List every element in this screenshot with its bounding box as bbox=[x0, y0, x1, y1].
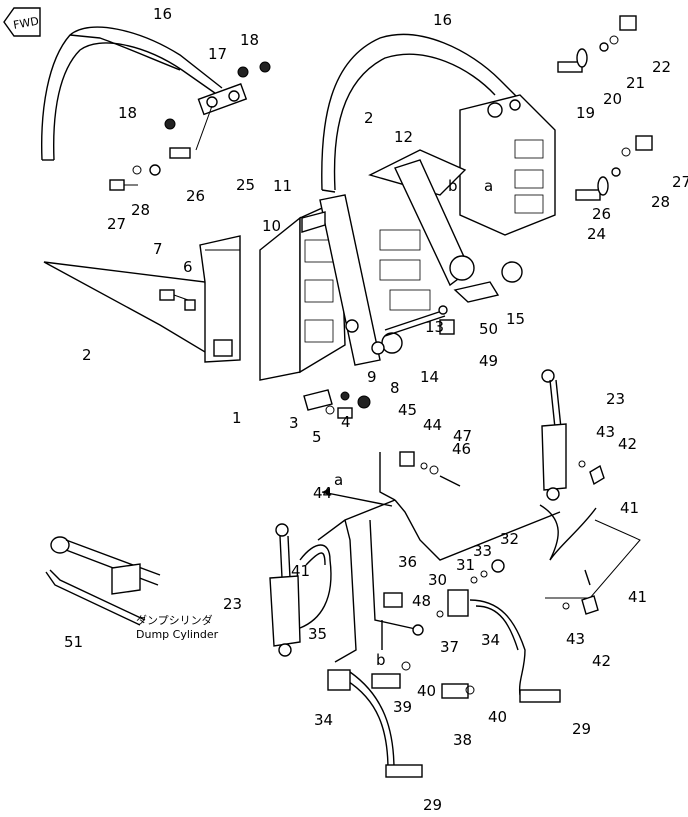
callout-number: 27 bbox=[672, 173, 688, 191]
callout-number: 43 bbox=[596, 423, 615, 441]
callout-number: 18 bbox=[118, 104, 137, 122]
callout-number: 39 bbox=[393, 698, 412, 716]
hydraulic-lines bbox=[299, 452, 641, 778]
right-arch-part bbox=[321, 33, 556, 236]
callout-number: 35 bbox=[308, 625, 327, 643]
dump-cylinder-jp-label: ダンプシリンダ bbox=[136, 613, 213, 627]
callout-number: 24 bbox=[587, 225, 606, 243]
central-frame bbox=[259, 149, 523, 381]
reference-letter: a bbox=[484, 177, 493, 195]
callout-number: 17 bbox=[208, 45, 227, 63]
callout-number: 26 bbox=[186, 187, 205, 205]
left-dump-cylinder bbox=[269, 523, 301, 657]
callout-number: 34 bbox=[481, 631, 500, 649]
callout-number: 29 bbox=[572, 720, 591, 738]
callout-number: 31 bbox=[456, 556, 475, 574]
callout-number: 10 bbox=[262, 217, 281, 235]
callout-number: 40 bbox=[488, 708, 507, 726]
callout-number: 33 bbox=[473, 542, 492, 560]
callout-number: 11 bbox=[273, 177, 292, 195]
callout-number: 29 bbox=[423, 796, 442, 813]
callout-number: 22 bbox=[652, 58, 671, 76]
callout-number: 4 bbox=[341, 413, 351, 431]
callout-number: 45 bbox=[398, 401, 417, 419]
callout-number: 12 bbox=[394, 128, 413, 146]
callout-number: 5 bbox=[312, 428, 322, 446]
callout-number: 18 bbox=[240, 31, 259, 49]
callout-number: 46 bbox=[452, 440, 471, 458]
middle-fittings bbox=[327, 451, 599, 699]
dump-cylinder-inset bbox=[45, 536, 161, 626]
arrow-a-icon bbox=[321, 491, 393, 507]
callout-number: 2 bbox=[364, 109, 374, 127]
callout-number: 50 bbox=[479, 320, 498, 338]
callout-number: 25 bbox=[236, 176, 255, 194]
upper-left-hardware bbox=[109, 61, 271, 191]
callout-number: 14 bbox=[420, 368, 439, 386]
callout-number: 13 bbox=[425, 318, 444, 336]
callout-number: 16 bbox=[433, 11, 452, 29]
callout-number: 36 bbox=[398, 553, 417, 571]
callout-number: 30 bbox=[428, 571, 447, 589]
callout-number: 47 bbox=[453, 427, 472, 445]
callout-number: 49 bbox=[479, 352, 498, 370]
callout-number: 21 bbox=[626, 74, 645, 92]
arrowhead-a-icon bbox=[322, 488, 330, 496]
callout-number: 41 bbox=[628, 588, 647, 606]
callout-number: 26 bbox=[592, 205, 611, 223]
callout-number: 34 bbox=[314, 711, 333, 729]
letter-layer: a a b b bbox=[334, 177, 493, 669]
callout-number: 41 bbox=[620, 499, 639, 517]
callout-number: 6 bbox=[183, 258, 193, 276]
callout-number: 27 bbox=[107, 215, 126, 233]
callout-number: 32 bbox=[500, 530, 519, 548]
left-arch-part bbox=[41, 26, 248, 161]
callout-number: 51 bbox=[64, 633, 83, 651]
callout-number: 41 bbox=[291, 562, 310, 580]
callout-number: 28 bbox=[651, 193, 670, 211]
callout-number: 28 bbox=[131, 201, 150, 219]
callout-number: 19 bbox=[576, 104, 595, 122]
callout-number: 44 bbox=[423, 416, 442, 434]
left-hardware bbox=[159, 289, 371, 419]
fwd-label: FWD bbox=[12, 15, 40, 32]
callout-number: 7 bbox=[153, 240, 163, 258]
dump-cylinder-en-label: Dump Cylinder bbox=[136, 628, 219, 641]
fork-part bbox=[43, 235, 241, 363]
callout-number: 8 bbox=[390, 379, 400, 397]
callout-number: 37 bbox=[440, 638, 459, 656]
right-pins bbox=[557, 15, 653, 201]
callout-number: 20 bbox=[603, 90, 622, 108]
callout-number: 2 bbox=[82, 346, 92, 364]
callout-number: 15 bbox=[506, 310, 525, 328]
callout-number: 16 bbox=[153, 5, 172, 23]
fwd-arrow-icon: FWD bbox=[3, 7, 41, 37]
callout-number: 43 bbox=[566, 630, 585, 648]
callout-number: 44 bbox=[313, 484, 332, 502]
right-dump-cylinder bbox=[541, 369, 605, 501]
reference-letter: b bbox=[448, 177, 458, 195]
callout-number: 42 bbox=[618, 435, 637, 453]
reference-letter: a bbox=[334, 471, 343, 489]
callout-number: 42 bbox=[592, 652, 611, 670]
callout-number: 9 bbox=[367, 368, 377, 386]
callout-number: 1 bbox=[232, 409, 242, 427]
callout-number: 48 bbox=[412, 592, 431, 610]
callout-number: 38 bbox=[453, 731, 472, 749]
callout-number: 3 bbox=[289, 414, 299, 432]
callout-number: 23 bbox=[606, 390, 625, 408]
reference-letter: b bbox=[376, 651, 386, 669]
callout-number: 23 bbox=[223, 595, 242, 613]
callout-number: 40 bbox=[417, 682, 436, 700]
